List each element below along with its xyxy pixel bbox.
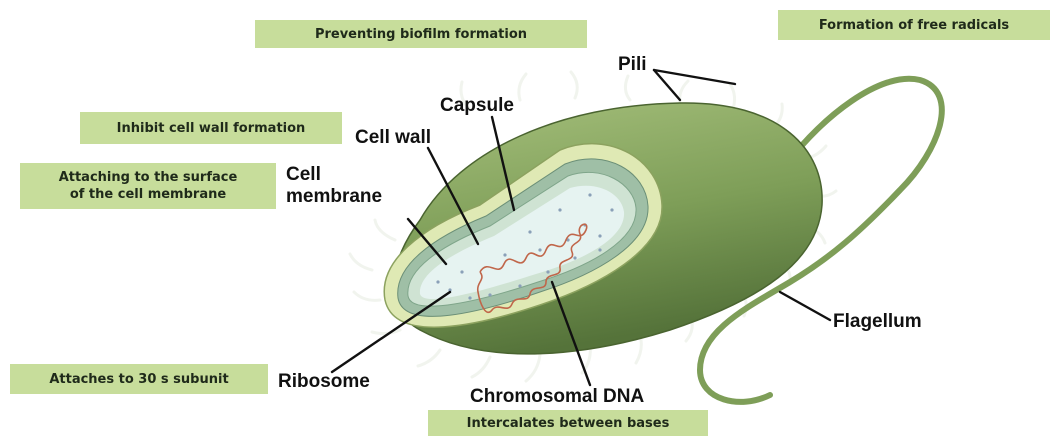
label-ribosome: Ribosome [278, 371, 370, 393]
mechanism-box-subunit: Attaches to 30 s subunit [10, 364, 268, 394]
mechanism-box-cell-wall: Inhibit cell wall formation [80, 112, 342, 144]
mechanism-box-intercalate: Intercalates between bases [428, 410, 708, 436]
label-cell-membrane: Cell membrane [286, 164, 382, 208]
label-cell-wall: Cell wall [355, 127, 431, 149]
pili-leader-line [654, 70, 735, 84]
mechanism-box-membrane: Attaching to the surface of the cell mem… [20, 163, 276, 209]
label-pili: Pili [618, 54, 647, 76]
label-chromosomal-dna: Chromosomal DNA [470, 386, 644, 408]
label-capsule: Capsule [440, 95, 514, 117]
flagellum-leader-line [780, 292, 830, 320]
mechanism-box-biofilm: Preventing biofilm formation [255, 20, 587, 48]
label-flagellum: Flagellum [833, 311, 922, 333]
mechanism-box-free-radicals: Formation of free radicals [778, 10, 1050, 40]
